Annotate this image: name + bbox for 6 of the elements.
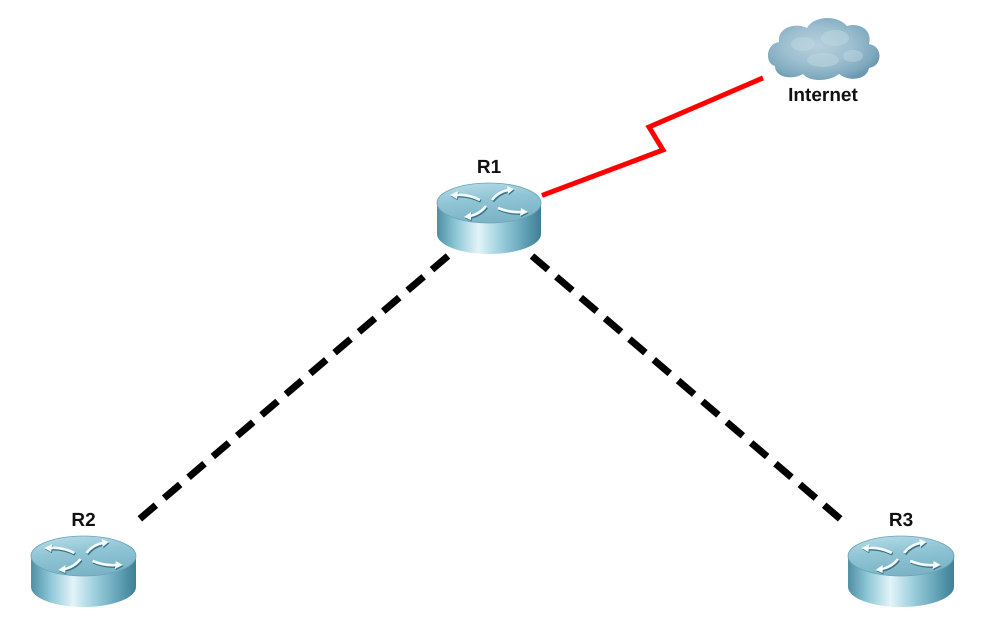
connection-line	[134, 253, 450, 524]
device-label: R1	[476, 157, 502, 179]
device-label: R3	[888, 510, 914, 532]
connection-line	[541, 76, 764, 198]
device-label: Internet	[788, 85, 858, 107]
device-label: R2	[71, 510, 96, 532]
